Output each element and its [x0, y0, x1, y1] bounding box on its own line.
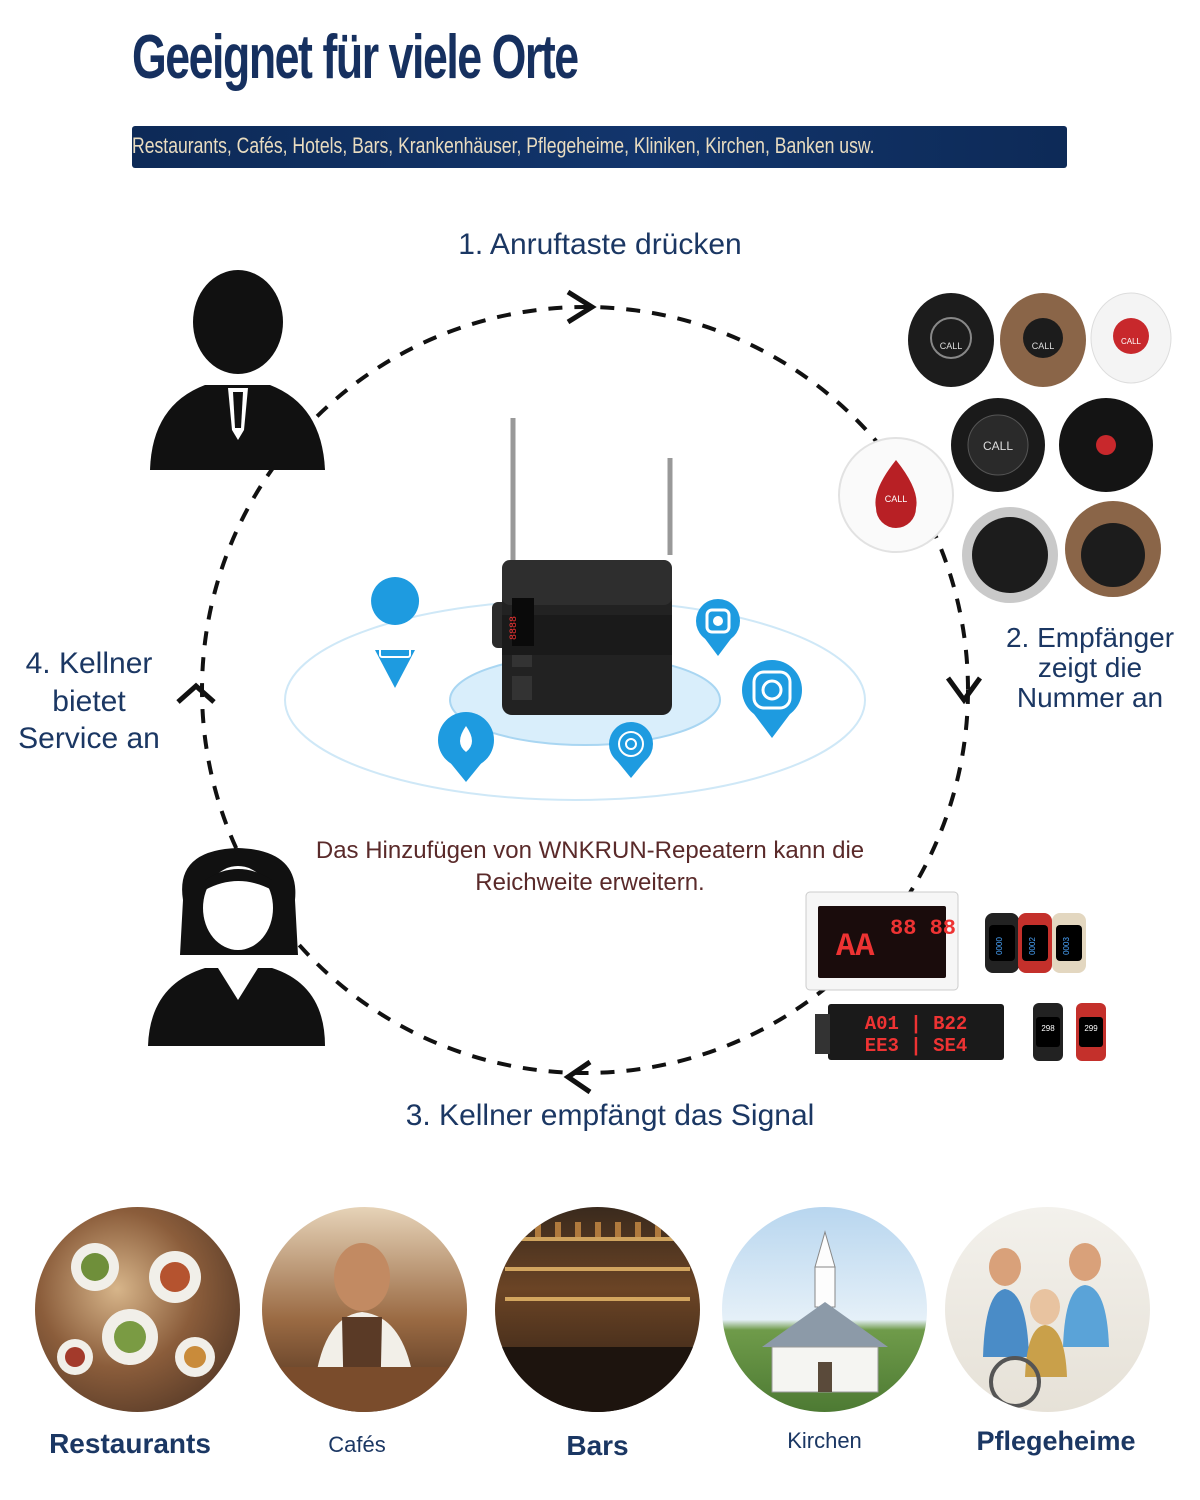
call-button-red-drop-icon — [838, 437, 954, 553]
pin-drop-icon — [438, 712, 494, 782]
step-4-label: 4. Kellner bietet Service an — [18, 647, 160, 755]
banner-text: Restaurants, Cafés, Hotels, Bars, Kranke… — [132, 133, 875, 158]
call-button-silver-icon — [962, 507, 1058, 603]
bar-display-row1: A01 | B22 — [865, 1013, 968, 1035]
repeater-device — [492, 418, 673, 715]
bar-display-row2: EE3 | SE4 — [865, 1035, 968, 1057]
venue-label-bars: Bars — [566, 1430, 629, 1461]
pin-card-icon — [371, 577, 420, 688]
call-button-black-icon — [908, 293, 994, 387]
venue-label-restaurants: Restaurants — [49, 1428, 211, 1459]
watch-small-number-2: 299 — [1084, 1024, 1098, 1033]
step-1-label: 1. Anruftaste drücken — [458, 228, 742, 261]
receiver-display-digits: 88 88 — [890, 916, 956, 941]
call-button-white-icon — [1090, 292, 1172, 384]
receiver-display-main: AA — [836, 928, 875, 965]
watch-small-black-icon — [1033, 1003, 1063, 1061]
pin-square-icon — [696, 599, 740, 656]
bar-display — [815, 1004, 1004, 1060]
call-label-2: CALL — [1032, 341, 1055, 351]
call-button-multi-black-icon — [1059, 398, 1153, 492]
female-person-icon — [148, 848, 325, 1046]
watch-small-red-icon — [1076, 1003, 1106, 1061]
call-label-5: CALL — [885, 494, 908, 504]
venue-pflegeheime-image — [945, 1207, 1155, 1417]
arrow-right-icon — [945, 676, 983, 705]
watch-beige-icon — [1052, 913, 1086, 973]
repeater-display: 8888 — [509, 616, 520, 640]
pin-ring-icon — [742, 660, 802, 738]
venue-label-pflegeheime: Pflegeheime — [976, 1426, 1136, 1456]
call-button-wood-multi-icon — [1065, 501, 1161, 597]
watch-number-1: 0000 — [995, 937, 1004, 955]
receiver-panel — [805, 891, 959, 991]
arrow-bottom-icon — [563, 1059, 592, 1095]
pin-target-icon — [609, 722, 653, 778]
watch-black-icon — [985, 913, 1019, 973]
call-label-4: CALL — [983, 439, 1013, 453]
page-title: Geeignet für viele Orte — [132, 23, 579, 92]
call-label-3: CALL — [1121, 337, 1142, 346]
venue-kirchen-image — [722, 1207, 932, 1417]
venue-restaurants-image — [35, 1207, 245, 1417]
watch-number-2: 0002 — [1028, 937, 1037, 955]
call-button-round-black-icon — [951, 398, 1045, 492]
watch-small-number-1: 298 — [1041, 1024, 1055, 1033]
step-3-label: 3. Kellner empfängt das Signal — [405, 1099, 815, 1132]
venue-label-kirchen: Kirchen — [787, 1428, 862, 1453]
repeater-note: Das Hinzufügen von WNKRUN-Repeatern kann… — [315, 837, 865, 896]
watch-red-icon — [1018, 913, 1052, 973]
call-label-1: CALL — [940, 341, 963, 351]
watch-number-3: 0003 — [1062, 937, 1071, 955]
arrow-left-icon — [176, 682, 216, 704]
step-2-label: 2. Empfänger zeigt die Nummer an — [1005, 622, 1175, 714]
call-button-wood-icon — [1000, 293, 1086, 387]
venue-cafes-image — [262, 1207, 472, 1417]
venue-label-cafes: Cafés — [328, 1432, 386, 1457]
banner-bar — [132, 126, 1067, 168]
male-person-icon — [150, 270, 325, 470]
venue-bars-image — [495, 1207, 705, 1417]
arrow-top-icon — [566, 289, 597, 325]
